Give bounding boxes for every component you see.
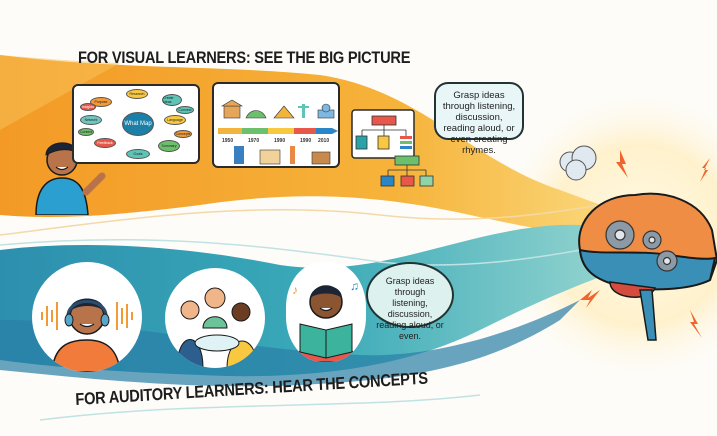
mind-map-node: Network (80, 115, 102, 125)
mind-map-node: Concepts (174, 130, 192, 138)
timeline-year: 1950 (222, 138, 234, 144)
mind-map-node: Purpose (90, 97, 112, 107)
visual-learner-person (35, 142, 106, 215)
timeline-year: 1970 (248, 138, 260, 144)
timeline-year: 2010 (318, 138, 330, 144)
mind-map-node: Insights (80, 103, 96, 111)
timeline-year: 1990 (274, 138, 286, 144)
gear-icon (605, 220, 678, 272)
music-note-icon: ♫ (350, 279, 359, 293)
headphones-listener-circle (32, 262, 142, 372)
mind-map-panel: What Map Research Purpose Create Ideas N… (72, 84, 200, 164)
mind-map-node: Feedback (94, 138, 116, 148)
book-icon (299, 323, 353, 359)
mind-map-node: Goals (126, 149, 150, 159)
reading-aloud-circle: ♪ ♫ (286, 262, 366, 362)
hierarchy-diagram (351, 109, 434, 187)
mind-map-center: What Map (122, 112, 154, 136)
music-note-icon: ♪ (292, 283, 298, 297)
mind-map-node: Connect (176, 106, 194, 114)
visual-learners-heading: FOR VISUAL LEARNERS: SEE THE BIG PICTURE (78, 48, 411, 67)
auditory-speech-bubble: Grasp ideas through listening, discussio… (366, 262, 454, 341)
landmark-icons (218, 99, 338, 165)
sound-wave-icon (41, 302, 133, 330)
timeline-year: 1990 (300, 138, 312, 144)
mind-map-node: Summary (158, 140, 180, 152)
brain-icon (559, 145, 717, 341)
lightning-icon (580, 150, 710, 338)
mind-map-node: Create Ideas (162, 94, 182, 106)
mind-map-node: Language (164, 115, 186, 125)
discussion-group-circle (165, 268, 265, 368)
timeline-panel: 1950 1970 1990 1990 2010 (212, 82, 340, 168)
visual-speech-bubble: Grasp ideas through listening, discussio… (434, 82, 524, 156)
mind-map-node: Context (78, 128, 94, 136)
headphones-icon (66, 300, 108, 319)
mind-map-node: Research (126, 89, 148, 99)
cloud-icon (559, 145, 597, 181)
